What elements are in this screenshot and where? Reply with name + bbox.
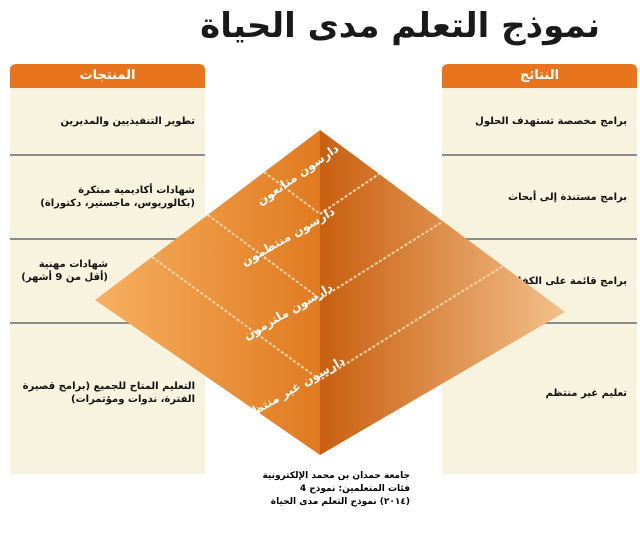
product-row: شهادات مهنية (أقل من 9 أشهر) [21, 259, 108, 283]
outcome-row: برامج مستندة إلى أبحاث [442, 154, 637, 238]
product-row: تطوير التنفيذيين والمديرين [60, 115, 195, 127]
outcome-row: برامج مخصصة تستهدف الحلول [475, 115, 627, 127]
product-row: شهادات أكاديمية مبتكرة (بكالوريوس، ماجست… [10, 154, 205, 238]
page-title: نموذج التعلم مدى الحياة [200, 6, 600, 46]
outcomes-header: النتائج [442, 64, 637, 88]
product-row-container: شهادات مهنية (أقل من 9 أشهر) [10, 238, 205, 322]
pyramid-left-face [95, 130, 320, 455]
pyramid-band-line [263, 171, 380, 216]
caption-line: فئات المتعلمين: نموذج 4 [299, 484, 410, 494]
pyramid-right-face [320, 130, 565, 455]
caption-line: جامعة حمدان بن محمد الإلكترونية [262, 471, 410, 481]
outcomes-panel: النتائج برامج مخصصة تستهدف الحلول برامج … [442, 64, 637, 474]
products-header: المنتجات [10, 64, 205, 88]
product-row: التعليم المتاح للجميع (برامج قصيرة الفتر… [10, 322, 205, 462]
pyramid-band-line [207, 214, 443, 301]
source-caption: جامعة حمدان بن محمد الإلكترونية فئات الم… [250, 470, 410, 509]
outcome-row: برامج قائمة على الكفاءات [442, 238, 637, 322]
caption-line: (٢٠١٤) نموذج التعلم مدى الحياة [270, 497, 410, 507]
pyramid-band-line [151, 256, 504, 382]
